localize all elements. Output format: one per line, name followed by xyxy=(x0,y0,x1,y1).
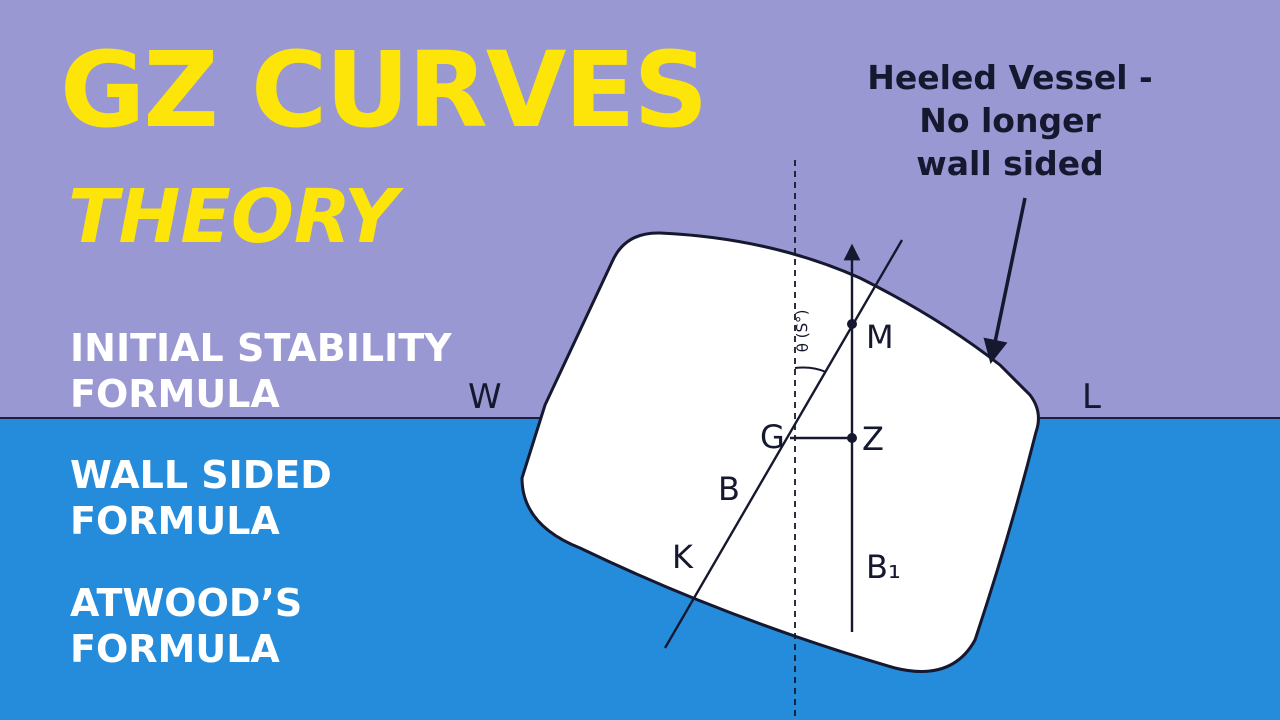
label-w: W xyxy=(468,377,502,417)
formula-atwoods: ATWOOD’S FORMULA xyxy=(70,580,302,672)
annotation-arrow xyxy=(983,197,1027,364)
label-l: L xyxy=(1082,377,1101,417)
page-title: GZ CURVES xyxy=(60,29,708,151)
z-point xyxy=(847,433,857,443)
formula-line: FORMULA xyxy=(70,627,280,671)
formula-initial-stability: INITIAL STABILITY FORMULA xyxy=(70,325,452,417)
heel-angle-arc xyxy=(794,366,827,373)
label-k: K xyxy=(672,538,694,576)
formula-line: FORMULA xyxy=(70,499,280,543)
formula-line: INITIAL STABILITY xyxy=(70,326,452,370)
annotation-line: wall sided xyxy=(916,144,1104,183)
label-b1: B₁ xyxy=(866,548,901,586)
annotation-line: Heeled Vessel - xyxy=(867,58,1153,97)
label-z: Z xyxy=(862,420,884,458)
heeled-hull xyxy=(520,231,1040,673)
metacentre-point xyxy=(847,319,857,329)
annotation-line: No longer xyxy=(919,101,1101,140)
page-subtitle: THEORY xyxy=(68,174,398,260)
formula-line: ATWOOD’S xyxy=(70,581,303,625)
label-g: G xyxy=(760,418,785,456)
formula-line: FORMULA xyxy=(70,372,280,416)
formula-line: WALL SIDED xyxy=(70,453,332,497)
label-b: B xyxy=(718,470,740,508)
label-heel-angle: θ (S°) xyxy=(793,309,812,352)
inclined-centreline xyxy=(663,239,904,649)
label-m: M xyxy=(866,318,894,356)
heeled-vessel-annotation: Heeled Vessel - No longer wall sided xyxy=(830,56,1190,185)
formula-wall-sided: WALL SIDED FORMULA xyxy=(70,452,332,544)
